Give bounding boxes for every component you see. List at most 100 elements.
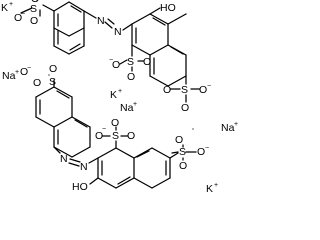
bond [53, 27, 70, 37]
oxygen-atom: O [33, 77, 41, 89]
oxygen-atom: O [30, 15, 38, 27]
charge-minus: − [102, 126, 106, 133]
bond [68, 45, 85, 55]
bond [71, 146, 91, 158]
oxygen-atom: O [112, 59, 120, 71]
oxygen-atom: O [31, 0, 39, 5]
oxygen-atom: O [127, 130, 135, 142]
charge-minus: − [21, 11, 25, 18]
structure-diagram: K + S O O − O N N HO S O − O O K + S O O… [1, 0, 239, 195]
bond [149, 44, 169, 56]
hydroxyl-label: HO [160, 2, 176, 14]
sulfur-atom: S [127, 56, 134, 68]
bond [83, 10, 97, 19]
bond [169, 152, 179, 159]
oxygen-atom: O [197, 146, 205, 158]
potassium-ion-label: K [1, 2, 8, 14]
sulfur-atom: S [30, 3, 37, 15]
oxygen-atom: O [20, 66, 28, 78]
sodium-ion-label: Na [221, 122, 235, 134]
charge-plus: + [234, 121, 238, 128]
nitrogen-atom: N [97, 15, 105, 27]
azo-double-bond [104, 21, 113, 29]
bond [70, 5, 82, 13]
bond [131, 44, 151, 56]
bond [35, 86, 55, 98]
bond [89, 177, 99, 185]
nitrogen-atom: N [114, 26, 122, 38]
bond [88, 157, 99, 164]
sodium-ion-label: Na [120, 102, 134, 114]
sulfur-atom: S [49, 76, 56, 88]
oxygen-atom: O [143, 56, 151, 68]
charge-minus: − [109, 57, 113, 64]
sulfur-atom: S [112, 130, 119, 142]
oxygen-atom: O [175, 134, 183, 146]
oxygen-atom: O [181, 102, 189, 114]
bond [53, 146, 61, 154]
bond [115, 147, 135, 159]
oxygen-atom: O [179, 160, 187, 172]
charge-minus: − [205, 145, 209, 152]
sodium-ion-label: Na [2, 70, 16, 82]
bond [151, 177, 171, 189]
bond [42, 4, 55, 12]
charge-plus: + [118, 88, 122, 95]
oxygen-atom: O [199, 84, 207, 96]
bond [53, 116, 73, 128]
bond [74, 119, 88, 128]
bond [149, 13, 169, 25]
charge-plus: + [9, 1, 13, 8]
bond [68, 1, 85, 12]
nitrogen-atom: N [80, 161, 88, 173]
nitrogen-atom: N [60, 153, 68, 165]
oxygen-atom: O [49, 63, 57, 75]
azo-double-bond [107, 18, 115, 25]
charge-minus: − [27, 65, 31, 72]
bottom-left-naphthalene [35, 86, 91, 158]
charge-plus: + [133, 101, 137, 108]
bond [117, 176, 131, 185]
oxygen-atom: O [127, 71, 135, 83]
bond [69, 43, 81, 51]
bond [122, 23, 133, 31]
bond [71, 116, 91, 128]
bond [170, 46, 184, 55]
bond [152, 17, 166, 26]
charge-plus: + [15, 69, 19, 76]
bond [136, 150, 150, 158]
bond [119, 59, 128, 65]
bond [171, 151, 179, 154]
bond [53, 1, 70, 12]
bond [131, 13, 151, 25]
bond [35, 116, 55, 128]
bond [56, 90, 70, 99]
bond [167, 75, 187, 87]
molecule-drawing: K + S O O − O N N HO S O − O O K + S O O… [1, 0, 238, 195]
sulfur-atom: S [179, 146, 186, 158]
bond [149, 75, 169, 87]
bond [97, 147, 117, 159]
bond [167, 13, 187, 25]
potassium-ion-label: K [110, 89, 117, 101]
bond [53, 146, 73, 158]
bond [115, 177, 135, 189]
bond [53, 45, 70, 55]
bond [53, 86, 73, 98]
bond [68, 27, 85, 37]
oxygen-atom: O [14, 12, 22, 24]
bond [151, 147, 171, 159]
charge-plus: + [214, 182, 218, 189]
top-right-naphthalene [131, 13, 187, 87]
bottom-right-naphthalene [97, 147, 171, 189]
oxygen-atom: O [111, 117, 119, 129]
bond [97, 177, 117, 189]
hydroxyl-label: HO [72, 181, 88, 193]
sulfur-atom: S [181, 84, 188, 96]
bond [149, 7, 161, 15]
bond [133, 177, 153, 189]
azo-double-bond [68, 162, 80, 167]
oxygen-atom: O [95, 130, 103, 142]
bond [20, 7, 33, 14]
oxygen-atom: O [163, 84, 171, 96]
